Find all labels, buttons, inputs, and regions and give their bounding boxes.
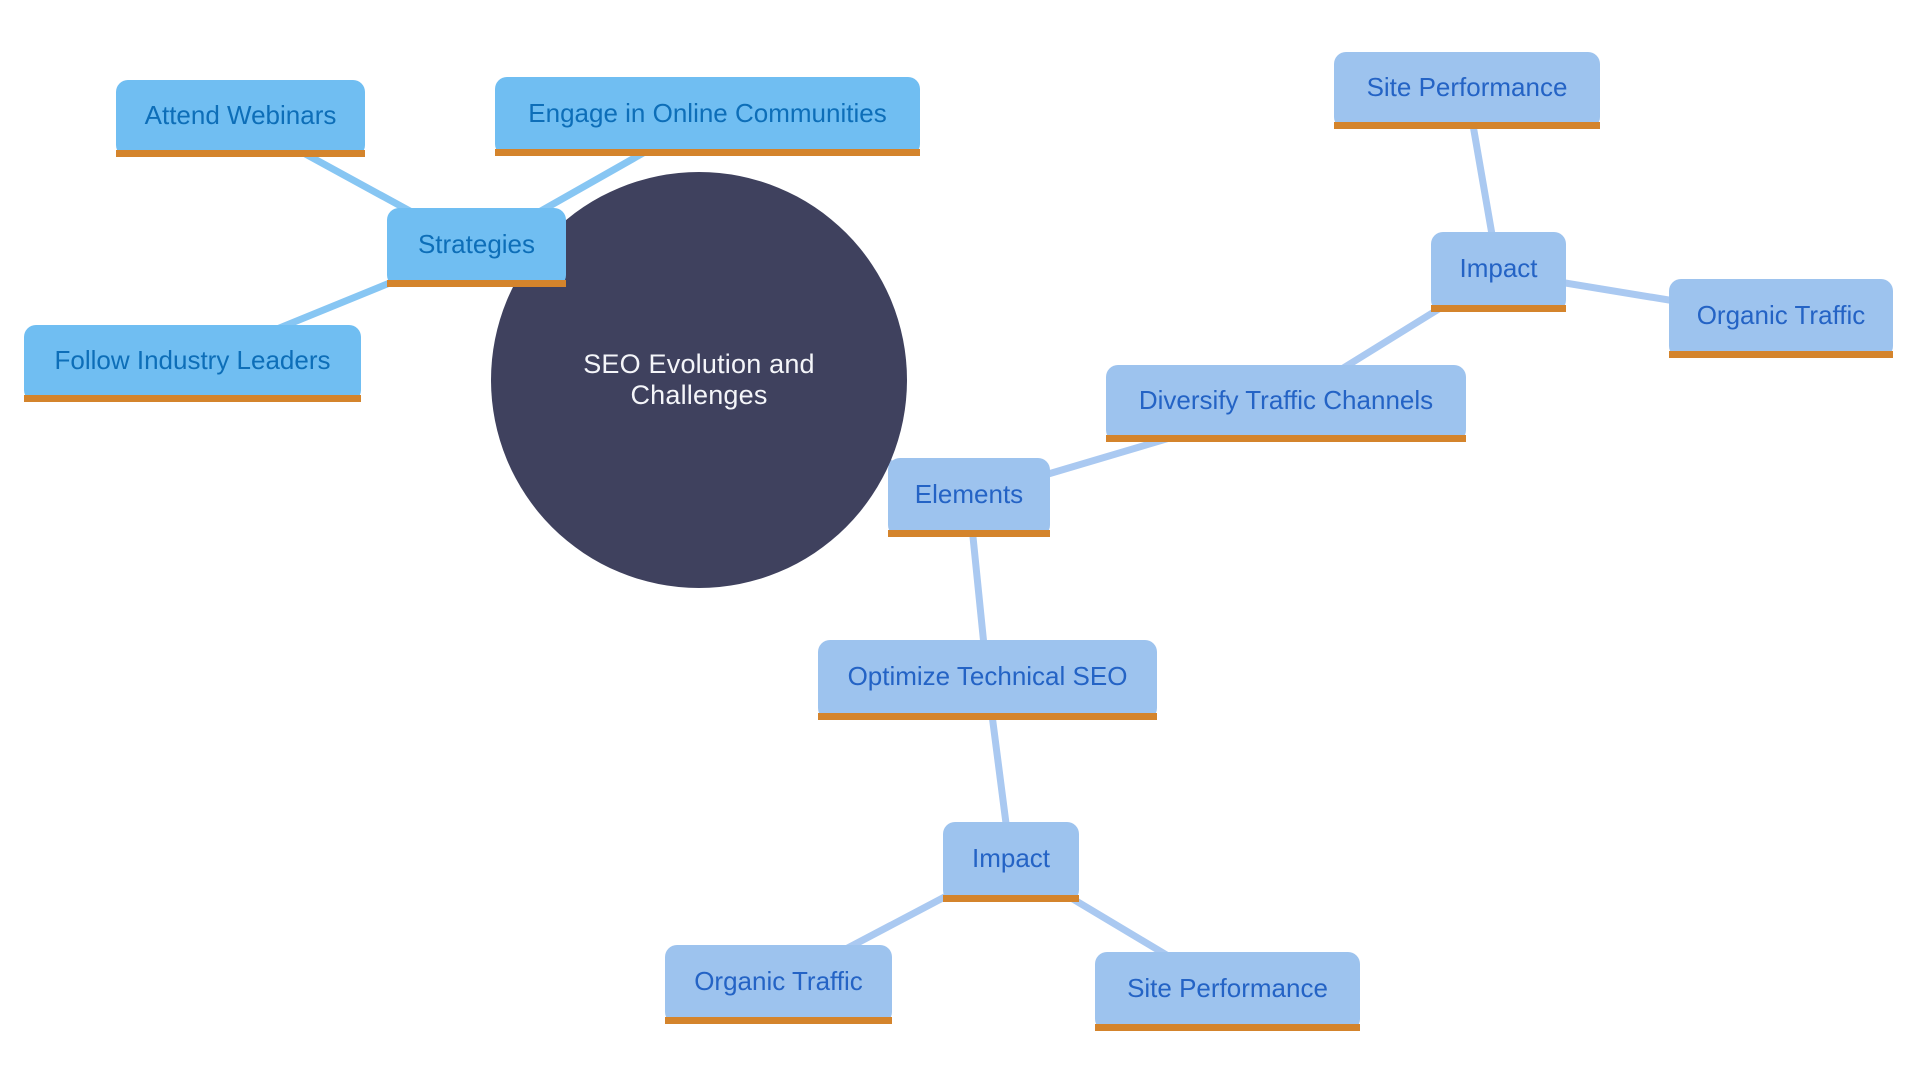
- node-label: Engage in Online Communities: [528, 97, 887, 128]
- node-label: Attend Webinars: [144, 99, 337, 130]
- mindmap-node-organic-traffic-bottom[interactable]: Organic Traffic: [665, 945, 892, 1024]
- node-underline: [1431, 305, 1566, 312]
- node-underline: [495, 149, 920, 156]
- node-label: Organic Traffic: [694, 965, 863, 996]
- node-underline: [665, 1017, 892, 1024]
- node-underline: [1095, 1024, 1360, 1031]
- node-underline: [943, 895, 1079, 902]
- mindmap-node-site-performance-top[interactable]: Site Performance: [1334, 52, 1600, 129]
- node-label: Site Performance: [1366, 71, 1568, 102]
- node-underline: [888, 530, 1050, 537]
- mindmap-node-optimize-technical[interactable]: Optimize Technical SEO: [818, 640, 1157, 720]
- mindmap-node-impact-top[interactable]: Impact: [1431, 232, 1566, 312]
- node-label: Follow Industry Leaders: [54, 344, 331, 375]
- node-label: Optimize Technical SEO: [847, 661, 1128, 691]
- mindmap-node-engage-communities[interactable]: Engage in Online Communities: [495, 77, 920, 156]
- mindmap-node-impact-bottom[interactable]: Impact: [943, 822, 1079, 902]
- node-label: Strategies: [417, 228, 536, 259]
- node-label: Diversify Traffic Channels: [1138, 384, 1434, 415]
- mindmap-node-elements[interactable]: Elements: [888, 458, 1050, 537]
- mindmap-node-attend-webinars[interactable]: Attend Webinars: [116, 80, 365, 157]
- node-underline: [116, 150, 365, 157]
- mindmap-node-site-performance-bottom[interactable]: Site Performance: [1095, 952, 1360, 1031]
- node-label: Organic Traffic: [1696, 299, 1866, 330]
- node-label: Impact: [971, 843, 1051, 873]
- mindmap-node-diversify-channels[interactable]: Diversify Traffic Channels: [1106, 365, 1466, 442]
- node-label: Site Performance: [1127, 972, 1328, 1003]
- node-underline: [818, 713, 1157, 720]
- root-node-label: SEO Evolution and Challenges: [583, 349, 815, 410]
- node-underline: [1334, 122, 1600, 129]
- node-label: Elements: [914, 478, 1024, 509]
- node-label: Impact: [1459, 253, 1538, 283]
- node-underline: [24, 395, 361, 402]
- mindmap-node-follow-leaders[interactable]: Follow Industry Leaders: [24, 325, 361, 402]
- node-underline: [387, 280, 566, 287]
- mindmap-node-organic-traffic-right[interactable]: Organic Traffic: [1669, 279, 1893, 358]
- node-underline: [1669, 351, 1893, 358]
- mindmap-node-strategies[interactable]: Strategies: [387, 208, 566, 287]
- node-underline: [1106, 435, 1466, 442]
